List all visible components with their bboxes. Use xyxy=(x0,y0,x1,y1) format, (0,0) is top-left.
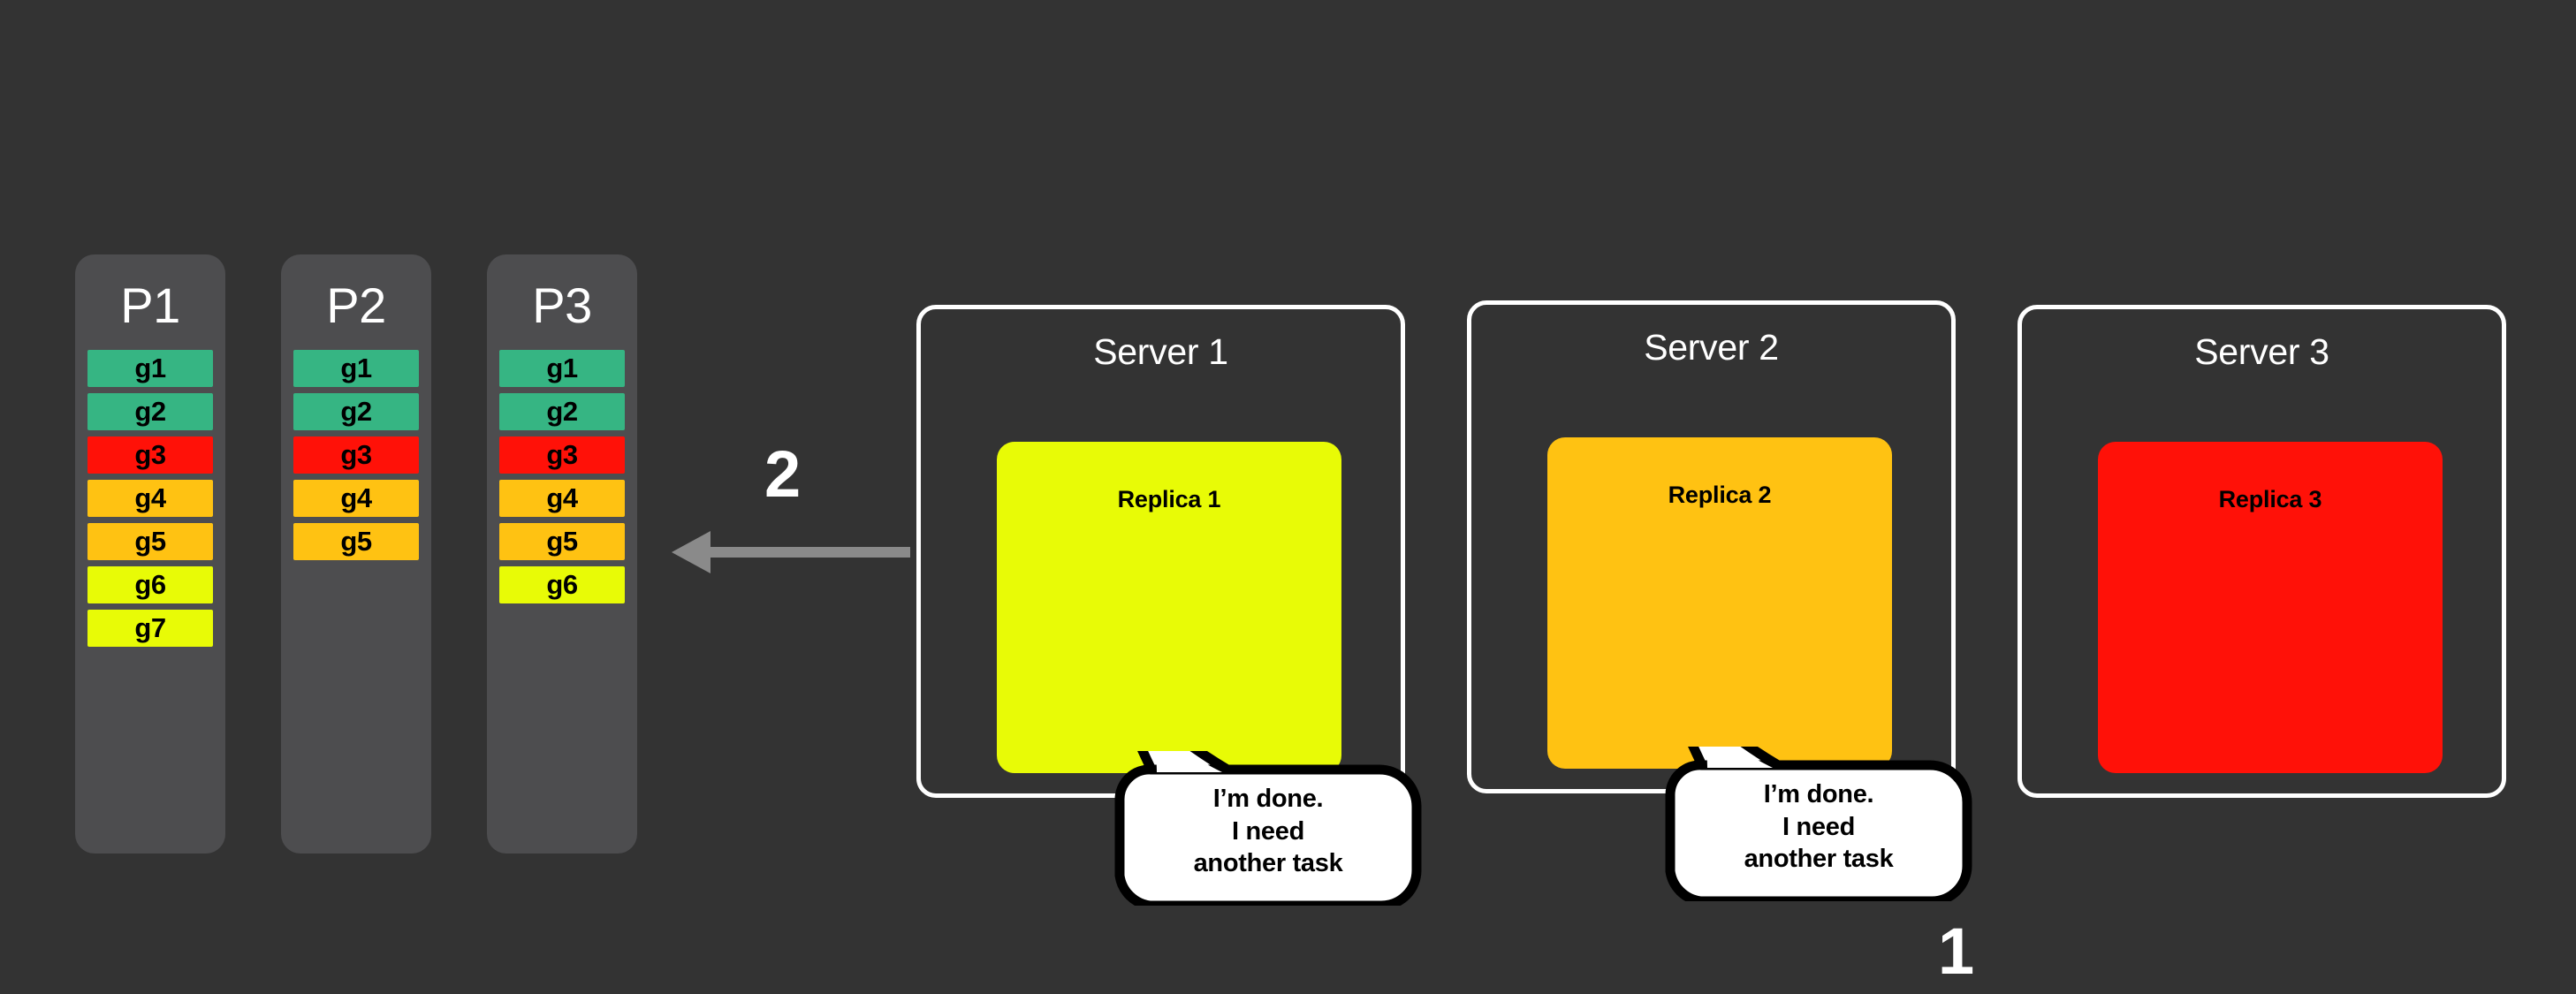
group-block: g3 xyxy=(87,436,213,474)
group-block: g1 xyxy=(293,350,419,387)
server-title: Server 1 xyxy=(1093,331,1228,372)
group-block: g1 xyxy=(499,350,625,387)
group-block: g6 xyxy=(499,566,625,603)
replica-label: Replica 2 xyxy=(1668,482,1772,508)
group-block: g4 xyxy=(87,480,213,517)
server-box-1: Server 1 Replica 1 xyxy=(916,305,1405,798)
replica-box: Replica 2 xyxy=(1547,437,1892,769)
group-block: g3 xyxy=(499,436,625,474)
partition-block-list: g1 g2 g3 g4 g5 xyxy=(293,350,419,566)
group-block: g5 xyxy=(293,523,419,560)
step-number-2: 2 xyxy=(764,437,801,511)
speech-bubble-server-2: I’m done. I need another task xyxy=(1665,747,1972,901)
group-block: g3 xyxy=(293,436,419,474)
partition-title: P2 xyxy=(326,277,386,333)
server-box-2: Server 2 Replica 2 xyxy=(1467,300,1956,793)
partition-title: P1 xyxy=(120,277,180,333)
speech-bubble-shape xyxy=(1114,751,1422,906)
server-title: Server 2 xyxy=(1644,327,1779,368)
group-block: g2 xyxy=(499,393,625,430)
partition-column-p3: P3 g1 g2 g3 g4 g5 g6 xyxy=(487,254,637,854)
group-block: g5 xyxy=(87,523,213,560)
group-block: g1 xyxy=(87,350,213,387)
replica-label: Replica 3 xyxy=(2218,486,2322,512)
bubble-message: I’m done. I need another task xyxy=(1193,785,1343,878)
partition-title: P3 xyxy=(532,277,592,333)
group-block: g5 xyxy=(499,523,625,560)
partition-block-list: g1 g2 g3 g4 g5 g6 xyxy=(499,350,625,610)
partition-column-p1: P1 g1 g2 g3 g4 g5 g6 g7 xyxy=(75,254,225,854)
bubble-message: I’m done. I need another task xyxy=(1744,780,1894,874)
replica-label: Replica 1 xyxy=(1117,486,1221,512)
flow-arrow-group: 2 xyxy=(672,442,910,592)
group-block: g6 xyxy=(87,566,213,603)
group-block: g2 xyxy=(87,393,213,430)
speech-bubble-shape xyxy=(1665,747,1972,901)
speech-bubble-server-1: I’m done. I need another task xyxy=(1114,751,1422,906)
group-block: g4 xyxy=(293,480,419,517)
partition-column-p2: P2 g1 g2 g3 g4 g5 xyxy=(281,254,431,854)
group-block: g7 xyxy=(87,610,213,647)
replica-box: Replica 3 xyxy=(2098,442,2443,773)
arrow-left-icon xyxy=(672,531,910,573)
replica-box: Replica 1 xyxy=(997,442,1341,773)
step-number-1: 1 xyxy=(1938,914,1974,988)
partition-block-list: g1 g2 g3 g4 g5 g6 g7 xyxy=(87,350,213,653)
server-box-3: Server 3 Replica 3 xyxy=(2017,305,2506,798)
server-title: Server 3 xyxy=(2194,331,2329,372)
group-block: g4 xyxy=(499,480,625,517)
group-block: g2 xyxy=(293,393,419,430)
